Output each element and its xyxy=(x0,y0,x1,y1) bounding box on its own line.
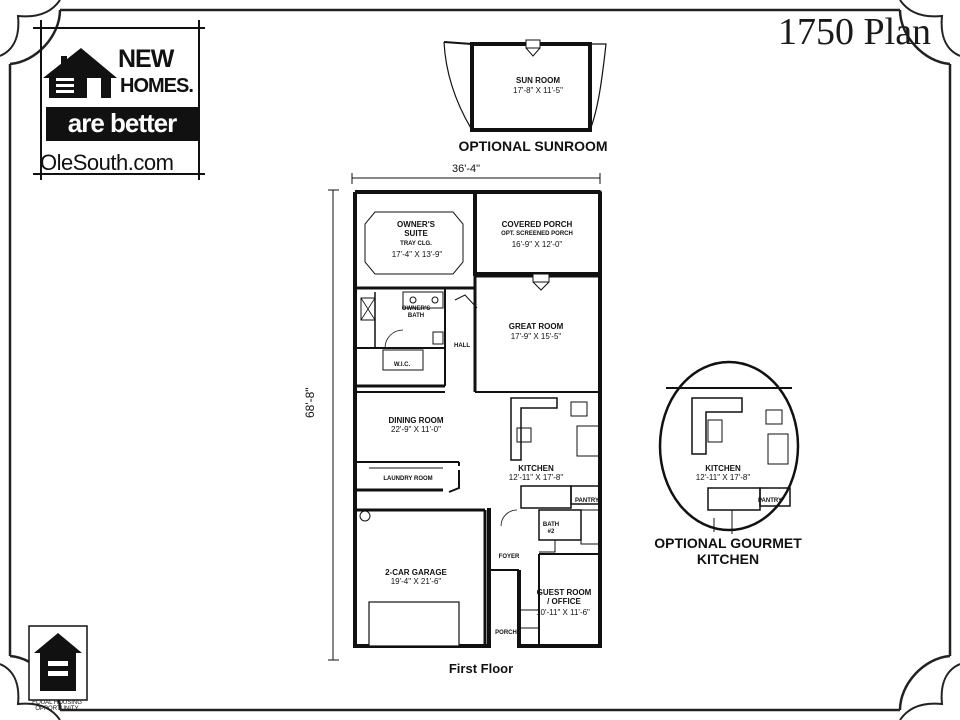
room-foyer-name: FOYER xyxy=(498,554,520,560)
room-kitchen-dims: 12'-11" X 17'-8" xyxy=(508,473,564,482)
room-covered-porch-name: COVERED PORCH xyxy=(501,220,573,229)
logo-tagline: are better xyxy=(46,107,198,141)
room-guest-room-name: GUEST ROOM / OFFICE xyxy=(536,588,592,607)
room-great-room-name: GREAT ROOM xyxy=(508,322,564,331)
main-floor-plan xyxy=(328,173,602,661)
equal-housing-label: EQUAL HOUSING OPPORTUNITY xyxy=(32,700,82,713)
gourmet-kitchen-name: KITCHEN xyxy=(705,464,741,473)
equal-housing-icon xyxy=(28,625,88,701)
room-owners-bath-name: OWNER'S BATH xyxy=(401,306,431,319)
room-guest-room-dims: 10'-11" X 11'-6" xyxy=(536,608,590,617)
logo-website: OleSouth.com xyxy=(40,150,174,175)
sunroom-name: SUN ROOM xyxy=(516,76,560,85)
logo-frame-icon xyxy=(33,20,205,180)
room-garage-name: 2-CAR GARAGE xyxy=(385,568,447,577)
logo-line1: NEW xyxy=(118,45,174,73)
gourmet-pantry-name: PANTRY xyxy=(758,498,782,504)
room-bath2-name: BATH #2 xyxy=(542,522,560,535)
gourmet-kitchen-dims: 12'-11" X 17'-8" xyxy=(695,473,751,482)
new-homes-logo xyxy=(33,20,205,180)
room-covered-porch-sub: OPT. SCREENED PORCH xyxy=(501,231,573,237)
room-great-room-dims: 17'-9" X 15'-5" xyxy=(510,332,562,341)
room-hall-name: HALL xyxy=(454,343,470,349)
floor-label: First Floor xyxy=(448,661,514,676)
room-kitchen-name: KITCHEN xyxy=(518,464,554,473)
room-covered-porch-dims: 16'-9" X 12'-0" xyxy=(511,240,563,249)
overall-width: 36'-4" xyxy=(452,163,481,175)
room-porch-name: PORCH xyxy=(495,630,517,636)
logo-line2: HOMES. xyxy=(120,75,194,97)
gourmet-kitchen-inset xyxy=(658,360,800,534)
sunroom-dims: 17'-8" X 11'-5" xyxy=(513,86,563,95)
room-dining-room-name: DINING ROOM xyxy=(388,416,444,425)
room-pantry-name: PANTRY xyxy=(575,498,599,504)
overall-depth: 68'-8" xyxy=(303,387,317,418)
room-owners-suite-dims: 17'-4" X 13'-9" xyxy=(391,250,443,259)
room-garage-dims: 19'-4" X 21'-6" xyxy=(390,577,442,586)
sunroom-drawing xyxy=(443,39,607,132)
sunroom-caption: OPTIONAL SUNROOM xyxy=(458,138,608,154)
room-owners-suite-name: OWNER'S SUITE xyxy=(397,220,435,239)
plan-title: 1750 Plan xyxy=(778,11,932,53)
room-wic-name: W.I.C. xyxy=(393,362,411,368)
room-laundry-name: LAUNDRY ROOM xyxy=(383,476,433,482)
gourmet-caption: OPTIONAL GOURMET KITCHEN xyxy=(654,535,802,568)
room-dining-room-dims: 22'-9" X 11'-0" xyxy=(391,425,441,434)
room-owners-suite-sub: TRAY CLG. xyxy=(400,241,432,247)
